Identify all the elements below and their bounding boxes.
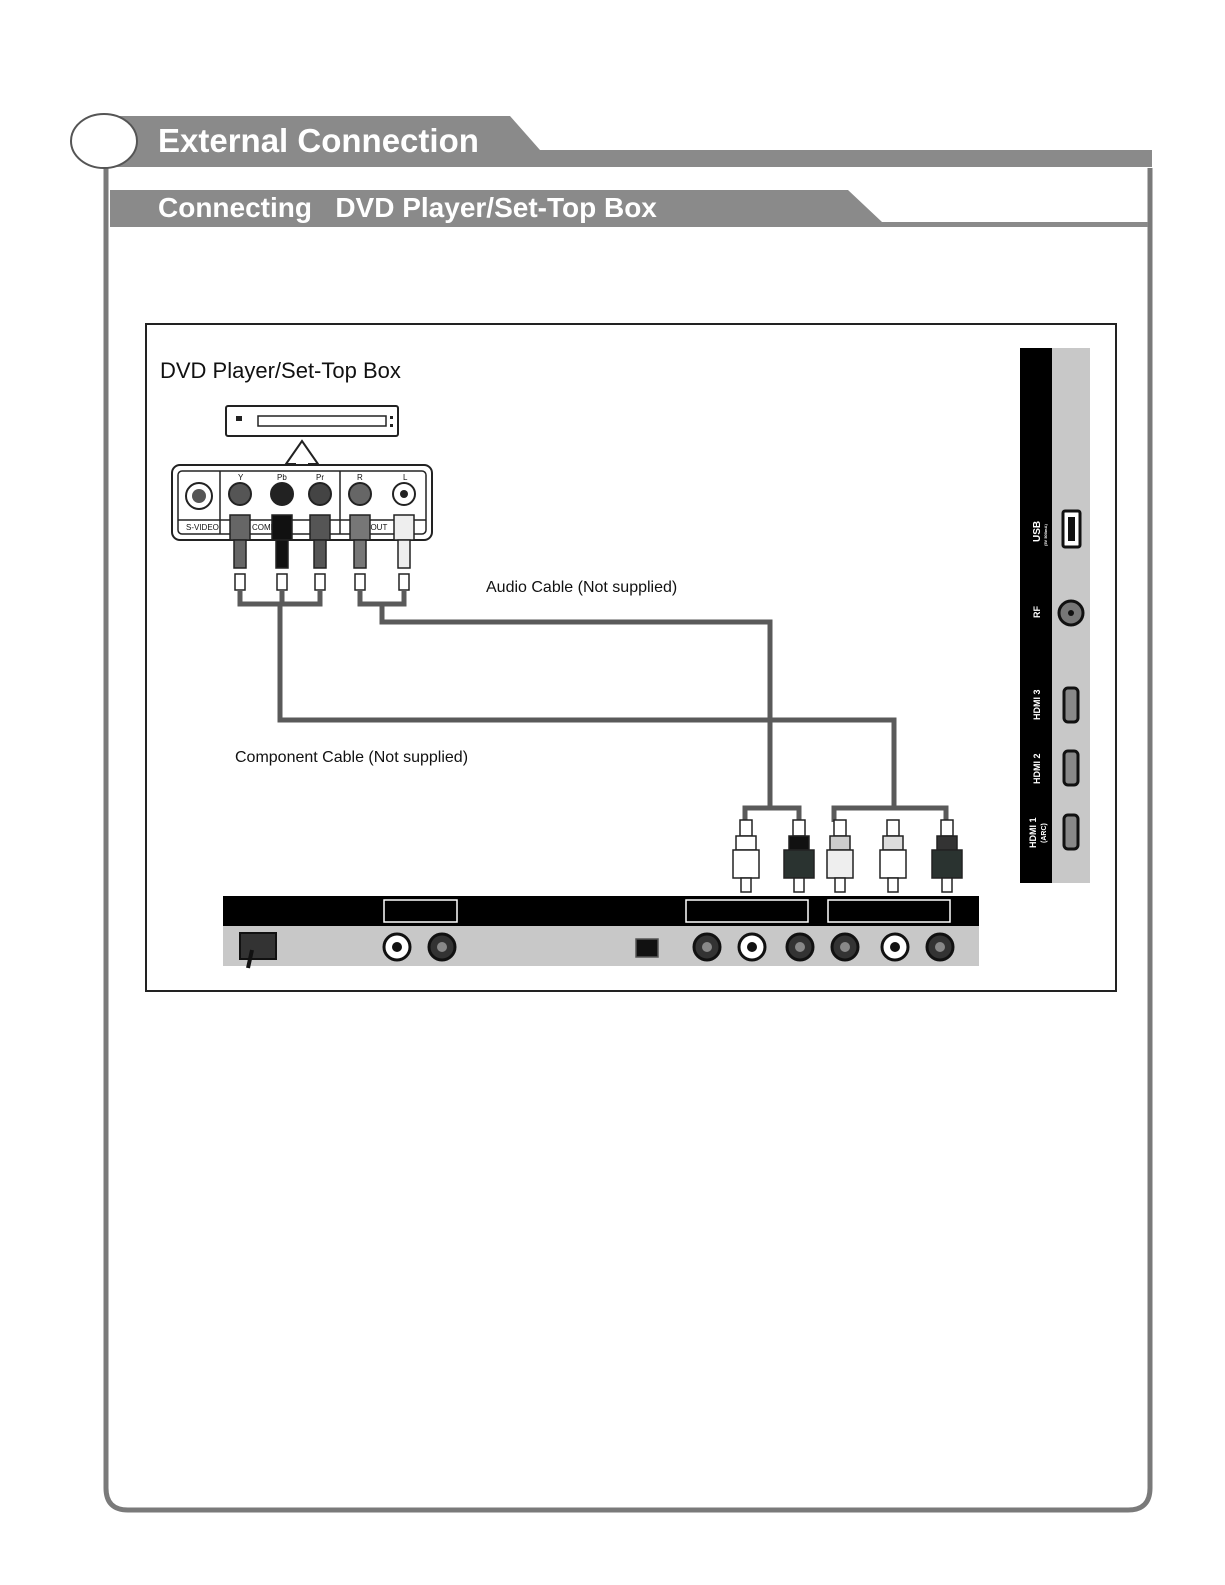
section-title: Connecting DVD Player/Set-Top Box xyxy=(158,192,657,223)
hdmi2-port-icon xyxy=(1064,751,1078,785)
tv-side-panel: USB (5V 500mA) RF HDMI 3 HDMI 2 HDMI 1 (… xyxy=(1020,348,1090,883)
device-jack-panel: S-VIDEO COMP O OUT Y Pb Pr R L xyxy=(172,465,432,540)
hdmi1-port-icon xyxy=(1064,815,1078,849)
subheader: Connecting DVD Player/Set-Top Box xyxy=(110,190,1148,227)
header: External Connection xyxy=(71,114,1152,168)
rf-label: RF xyxy=(1032,606,1042,618)
jack-label-r: R xyxy=(357,473,363,482)
device-title: DVD Player/Set-Top Box xyxy=(160,358,401,383)
usb-label: USB xyxy=(1032,521,1043,542)
tv-bottom-panel xyxy=(223,896,979,968)
hdmi3-label: HDMI 3 xyxy=(1032,689,1042,720)
component-cable-label: Component Cable (Not supplied) xyxy=(235,749,468,766)
power-port-icon xyxy=(240,933,276,959)
usb-note: (5V 500mA) xyxy=(1043,524,1048,546)
page-title: External Connection xyxy=(158,122,479,159)
jack-label-l: L xyxy=(403,473,408,482)
jack-label-pb: Pb xyxy=(277,473,287,482)
hdmi3-port-icon xyxy=(1064,688,1078,722)
audio-cable-label: Audio Cable (Not supplied) xyxy=(486,579,677,596)
optical-port-icon xyxy=(636,939,658,957)
hdmi1-label: HDMI 1 xyxy=(1028,817,1038,848)
svideo-label: S-VIDEO xyxy=(186,523,219,532)
jack-label-y: Y xyxy=(238,473,244,482)
jack-label-pr: Pr xyxy=(316,473,324,482)
hdmi2-label: HDMI 2 xyxy=(1032,753,1042,784)
hdmi1-note: (ARC) xyxy=(1041,823,1048,843)
header-circle-badge xyxy=(71,114,137,168)
